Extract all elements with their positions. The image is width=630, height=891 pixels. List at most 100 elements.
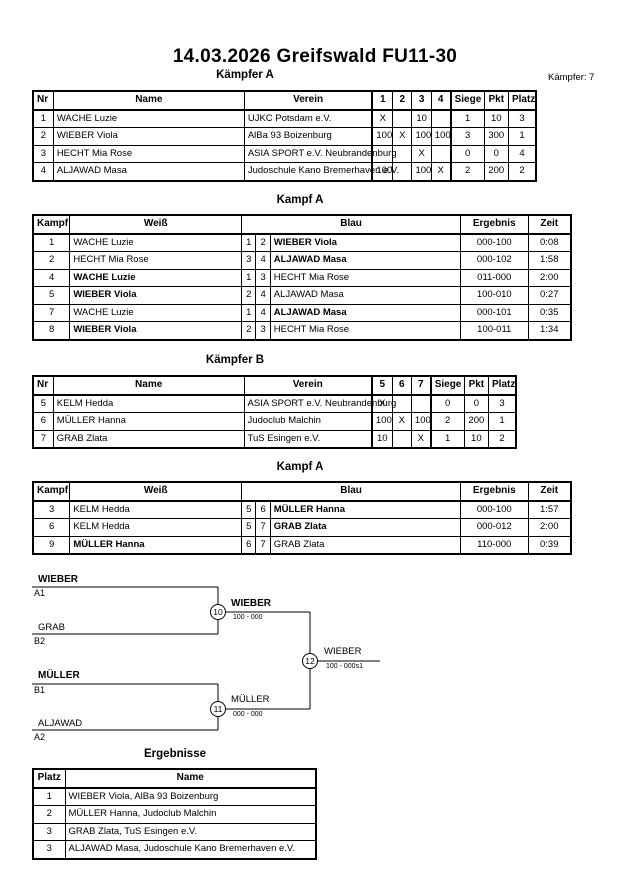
cell-platz: 3 — [507, 109, 537, 128]
col-blau: Blau — [241, 481, 461, 501]
cell-white-name: WACHE Luzie — [69, 233, 243, 252]
cell-blue-name: ALJAWAD Masa — [269, 303, 462, 322]
cell-ergebnis: 011-000 — [460, 268, 529, 287]
cell-score: 100 — [430, 127, 452, 146]
bracket-bottom-seed: B2 — [34, 636, 46, 646]
cell-platz: 1 — [32, 787, 66, 806]
cell-verein: ASIA SPORT e.V. Neubrandenburg — [243, 144, 397, 163]
cell-name: MÜLLER Hanna — [52, 412, 245, 431]
cell-score: 10 — [411, 109, 432, 128]
cell-score — [430, 109, 452, 128]
cell-blue-name: GRAB Zlata — [269, 535, 462, 555]
cell-blue-nr: 7 — [255, 518, 271, 537]
cell-score: 100 — [410, 412, 432, 431]
cell-ergebnis: 100-010 — [460, 286, 529, 305]
cell-blue-nr: 3 — [255, 321, 271, 340]
page-title: 14.03.2026 Greifswald FU11-30 — [172, 46, 458, 67]
cell-blue-nr: 4 — [255, 286, 271, 305]
col-zeit: Zeit — [527, 214, 572, 234]
col-pkt: Pkt — [483, 90, 509, 110]
cell-score — [410, 394, 432, 413]
table-row: 4 ALJAWAD Masa Judoschule Kano Bremerhav… — [32, 162, 537, 181]
cell-blue-name: GRAB Zlata — [269, 518, 462, 537]
col-platz: Platz — [507, 90, 537, 110]
cell-white-nr: 5 — [241, 518, 257, 537]
col-platz: Platz — [488, 375, 517, 395]
col-name: Name — [52, 375, 245, 395]
cell-kampf: 1 — [32, 233, 71, 252]
cell-kampf: 9 — [32, 535, 71, 555]
cell-ergebnis: 000-012 — [460, 518, 529, 537]
cell-pkt: 200 — [463, 412, 490, 431]
bracket-bottom-seed: A2 — [34, 732, 46, 742]
pool-a-table: Nr Name Verein 1 2 3 4 Siege Pkt Platz 1… — [32, 90, 537, 182]
cell-siege: 0 — [429, 394, 465, 413]
col-zeit: Zeit — [527, 481, 572, 501]
bracket-bottom-name: GRAB — [38, 622, 65, 633]
col-kampf: Kampf — [32, 214, 71, 234]
col-1: 1 — [371, 90, 394, 110]
cell-pkt: 10 — [483, 109, 509, 128]
col-name: Name — [64, 768, 317, 788]
cell-score: X — [411, 144, 432, 163]
bracket-lines — [32, 586, 380, 731]
cell-pkt: 0 — [483, 144, 509, 163]
fights-a-header-row: Kampf Weiß Blau Ergebnis Zeit — [32, 214, 572, 234]
cell-white-name: HECHT Mia Rose — [69, 251, 243, 270]
cell-kampf: 7 — [32, 303, 71, 322]
cell-nr: 7 — [32, 429, 54, 449]
cell-score: 100 — [371, 127, 394, 146]
col-2: 2 — [392, 90, 413, 110]
fights-b-header-row: Kampf Weiß Blau Ergebnis Zeit — [32, 481, 572, 501]
cell-verein: UJKC Potsdam e.V. — [243, 109, 373, 128]
cell-blue-nr: 4 — [255, 251, 271, 270]
cell-pkt: 200 — [483, 162, 509, 181]
fights-b-heading: Kampf A — [276, 461, 324, 473]
col-pkt: Pkt — [463, 375, 490, 395]
cell-white-nr: 5 — [241, 500, 257, 519]
cell-platz: 2 — [507, 162, 537, 181]
cell-white-nr: 1 — [241, 233, 257, 252]
col-weiss: Weiß — [69, 214, 243, 234]
cell-blue-nr: 7 — [255, 535, 271, 555]
cell-score — [430, 144, 452, 163]
table-row: 7 GRAB Zlata TuS Esingen e.V. 10 X 1 10 … — [32, 429, 517, 449]
cell-blue-name: ALJAWAD Masa — [269, 286, 462, 305]
cell-nr: 6 — [32, 412, 54, 431]
cell-platz: 1 — [507, 127, 537, 146]
cell-score: 10 — [370, 429, 393, 449]
cell-blue-nr: 6 — [255, 500, 271, 519]
cell-blue-name: ALJAWAD Masa — [269, 251, 462, 270]
cell-score: X — [370, 394, 393, 413]
winner-name: WIEBER — [231, 598, 271, 609]
cell-blue-name: HECHT Mia Rose — [269, 268, 462, 287]
fighters-count: Kämpfer: 7 — [548, 72, 595, 83]
cell-siege: 1 — [449, 109, 485, 128]
cell-ergebnis: 000-102 — [460, 251, 529, 270]
fights-a-heading: Kampf A — [276, 194, 324, 206]
cell-blue-name: HECHT Mia Rose — [269, 321, 462, 340]
col-kampf: Kampf — [32, 481, 71, 501]
fight-number-badge: 11 — [210, 701, 226, 717]
cell-score — [392, 109, 413, 128]
col-3: 3 — [411, 90, 432, 110]
cell-name: GRAB Zlata — [52, 429, 245, 449]
cell-zeit: 0:35 — [527, 303, 572, 322]
cell-blue-nr: 3 — [255, 268, 271, 287]
cell-name: HECHT Mia Rose — [52, 144, 245, 163]
col-blau: Blau — [241, 214, 461, 234]
cell-score: X — [410, 429, 432, 449]
cell-score: X — [371, 109, 394, 128]
cell-ergebnis: 000-100 — [460, 233, 529, 252]
cell-blue-nr: 2 — [255, 233, 271, 252]
col-verein: Verein — [243, 375, 373, 395]
table-row: 1 WACHE Luzie UJKC Potsdam e.V. X 10 1 1… — [32, 109, 537, 128]
cell-white-nr: 2 — [241, 321, 257, 340]
cell-name: WACHE Luzie — [52, 109, 245, 128]
